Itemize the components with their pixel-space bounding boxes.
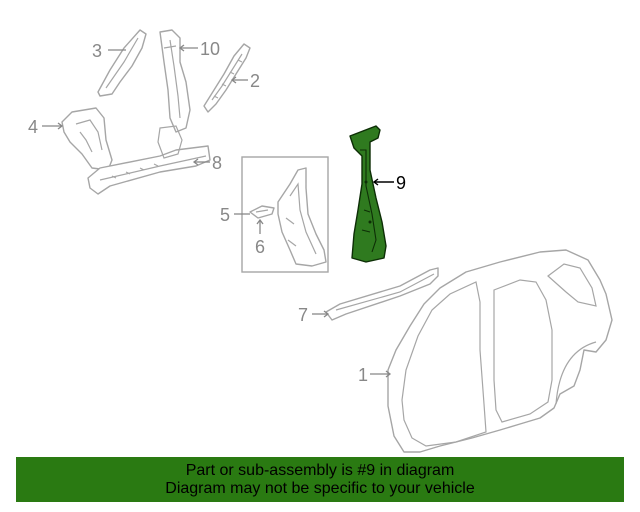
leader-8-arrow xyxy=(192,158,199,166)
part-10 xyxy=(159,29,191,133)
part-5-pillar xyxy=(277,167,327,267)
part-8 xyxy=(87,125,211,195)
banner-line-disclaimer: Diagram may not be specific to your vehi… xyxy=(165,479,475,497)
leader-10-arrow xyxy=(178,44,185,52)
callout-9: 9 xyxy=(396,173,406,193)
callout-7: 7 xyxy=(298,305,308,325)
leader-1-arrow xyxy=(385,370,392,378)
part-1 xyxy=(387,249,613,453)
callout-2: 2 xyxy=(250,71,260,91)
part-4 xyxy=(61,107,113,171)
part-6 xyxy=(249,205,275,219)
callout-6: 6 xyxy=(255,237,265,257)
callout-3: 3 xyxy=(92,41,102,61)
part-7 xyxy=(325,267,439,321)
part-9-highlighted xyxy=(349,125,387,263)
leader-9-arrow xyxy=(372,178,379,186)
callout-10: 10 xyxy=(200,39,220,59)
callout-4: 4 xyxy=(28,117,38,137)
leader-7-arrow xyxy=(323,310,330,318)
part-2 xyxy=(203,43,251,113)
leader-2-arrow xyxy=(230,76,237,84)
leader-4-arrow xyxy=(57,122,64,130)
part-3 xyxy=(97,29,147,97)
leader-6-arrow xyxy=(256,218,264,225)
callout-1: 1 xyxy=(358,365,368,385)
part-info-banner: Part or sub-assembly is #9 in diagram Di… xyxy=(16,457,624,502)
banner-line-part: Part or sub-assembly is #9 in diagram xyxy=(185,461,455,479)
callout-8: 8 xyxy=(212,153,222,173)
callout-5: 5 xyxy=(220,205,230,225)
